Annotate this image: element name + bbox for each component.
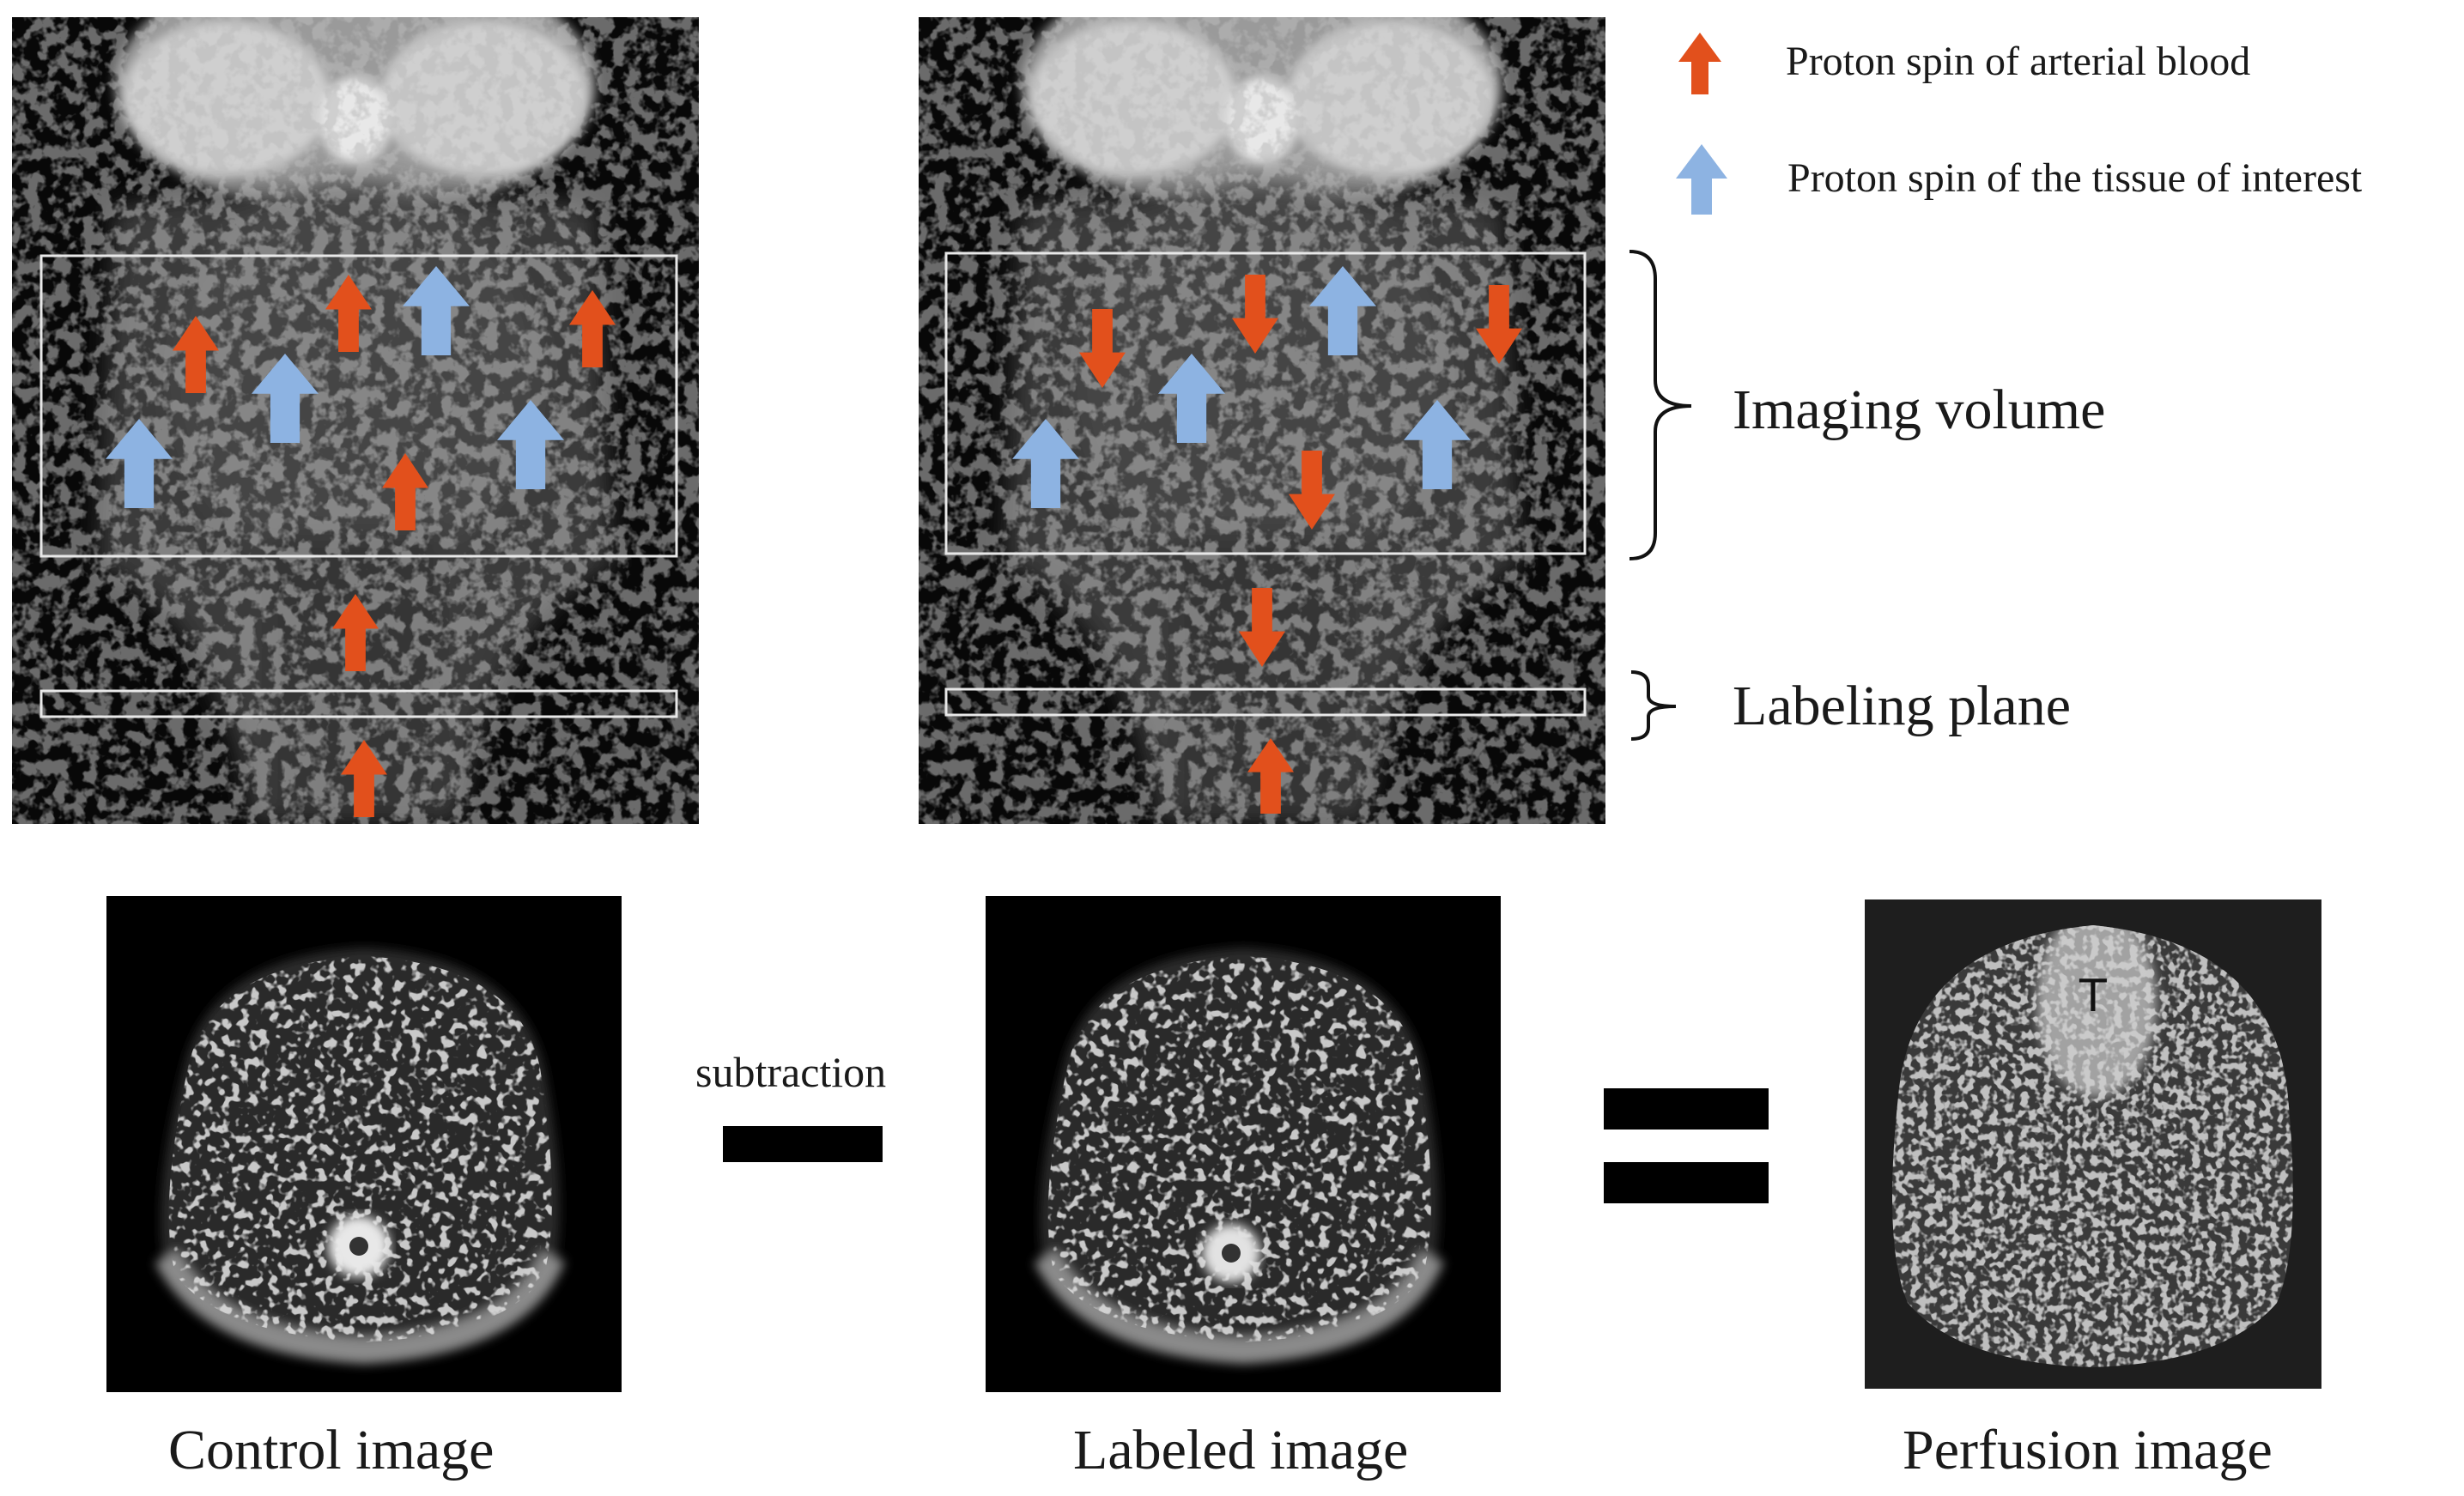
tissue-spin-arrow-icon [1309,266,1376,355]
control-image [106,896,622,1392]
imaging-volume-label: Imaging volume [1733,379,2106,441]
tissue-spin-arrow-icon [403,266,470,355]
subtraction-label: subtraction [695,1048,887,1096]
labeled-image [986,896,1501,1392]
tissue-spin-arrow-icon [1158,354,1225,443]
equals-sign-top-icon [1604,1088,1769,1130]
legend-arterial-arrow-icon [1678,33,1721,94]
svg-text:T: T [2079,971,2107,1022]
mri-image-labeled [919,17,1605,824]
arterial-spin-arrow-icon [325,275,372,352]
tissue-spin-arrow-icon [106,419,173,508]
arterial-spin-arrow-icon [569,290,616,367]
perfusion-image: T [1865,899,2321,1389]
perfusion-image-caption: Perfusion image [1903,1419,2273,1481]
arterial-spin-arrow-icon [382,453,428,530]
arterial-spin-arrow-icon [1239,588,1285,667]
labeling-plane-label: Labeling plane [1733,675,2072,737]
arterial-spin-arrow-icon [1289,451,1335,530]
equals-sign-bottom-icon [1604,1162,1769,1203]
tissue-spin-arrow-icon [497,400,564,489]
tissue-spin-arrow-icon [1404,400,1471,489]
legend-tissue-label: Proton spin of the tissue of interest [1787,155,2363,201]
mri-panel-control [12,17,699,824]
labeled-image-caption: Labeled image [1073,1419,1409,1481]
minus-sign-icon [723,1126,883,1162]
legend-arterial-label: Proton spin of arterial blood [1786,39,2251,84]
arterial-spin-arrow-icon [1476,285,1522,364]
control-image-caption: Control image [168,1419,495,1481]
arterial-spin-arrow-icon [1247,738,1294,814]
mri-panel-labeled [919,17,1605,824]
tissue-spin-arrow-icon [252,354,319,443]
arterial-spin-arrow-icon [332,594,379,671]
arterial-spin-arrow-icon [341,740,387,817]
arterial-spin-arrow-icon [1232,275,1278,354]
arterial-spin-arrow-icon [173,316,219,393]
brackets [1629,250,1692,741]
tissue-spin-arrow-icon [1012,419,1079,508]
arterial-spin-arrow-icon [1079,309,1126,388]
legend: Proton spin of arterial blood Proton spi… [1657,17,2464,223]
legend-tissue-arrow-icon [1676,144,1727,215]
mri-image-control [12,17,699,824]
